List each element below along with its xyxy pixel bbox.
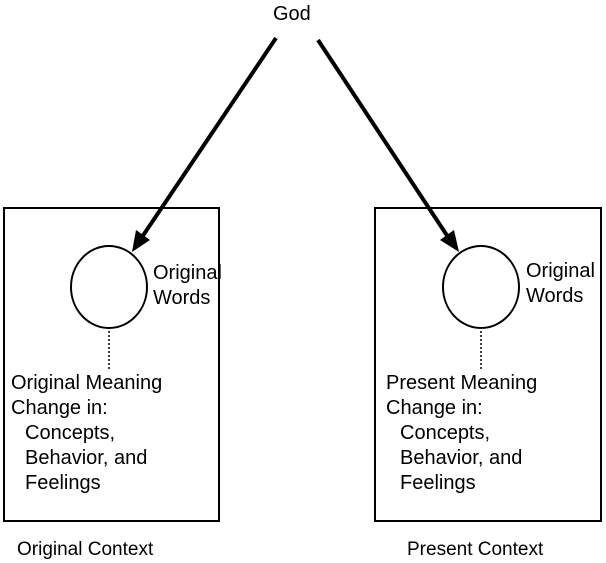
- present-context-caption: Present Context: [407, 539, 544, 560]
- original-words-label-left: Original Words: [153, 262, 222, 309]
- present-context-box: [374, 207, 602, 522]
- arrowhead-left: [132, 230, 150, 252]
- arrow-to-present: [316, 38, 452, 242]
- original-words-circle-right: [442, 245, 520, 329]
- present-meaning-text: Present Meaning Change in: Concepts, Beh…: [386, 372, 538, 494]
- original-context-caption: Original Context: [17, 539, 154, 560]
- arrow-to-original: [138, 36, 278, 242]
- arrowhead-right: [440, 230, 459, 252]
- god-label: God: [273, 3, 311, 25]
- original-words-label-right: Original Words: [526, 260, 595, 307]
- original-context-box: [3, 207, 220, 522]
- original-meaning-text: Original Meaning Change in: Concepts, Be…: [11, 372, 163, 494]
- original-words-circle-left: [70, 245, 148, 329]
